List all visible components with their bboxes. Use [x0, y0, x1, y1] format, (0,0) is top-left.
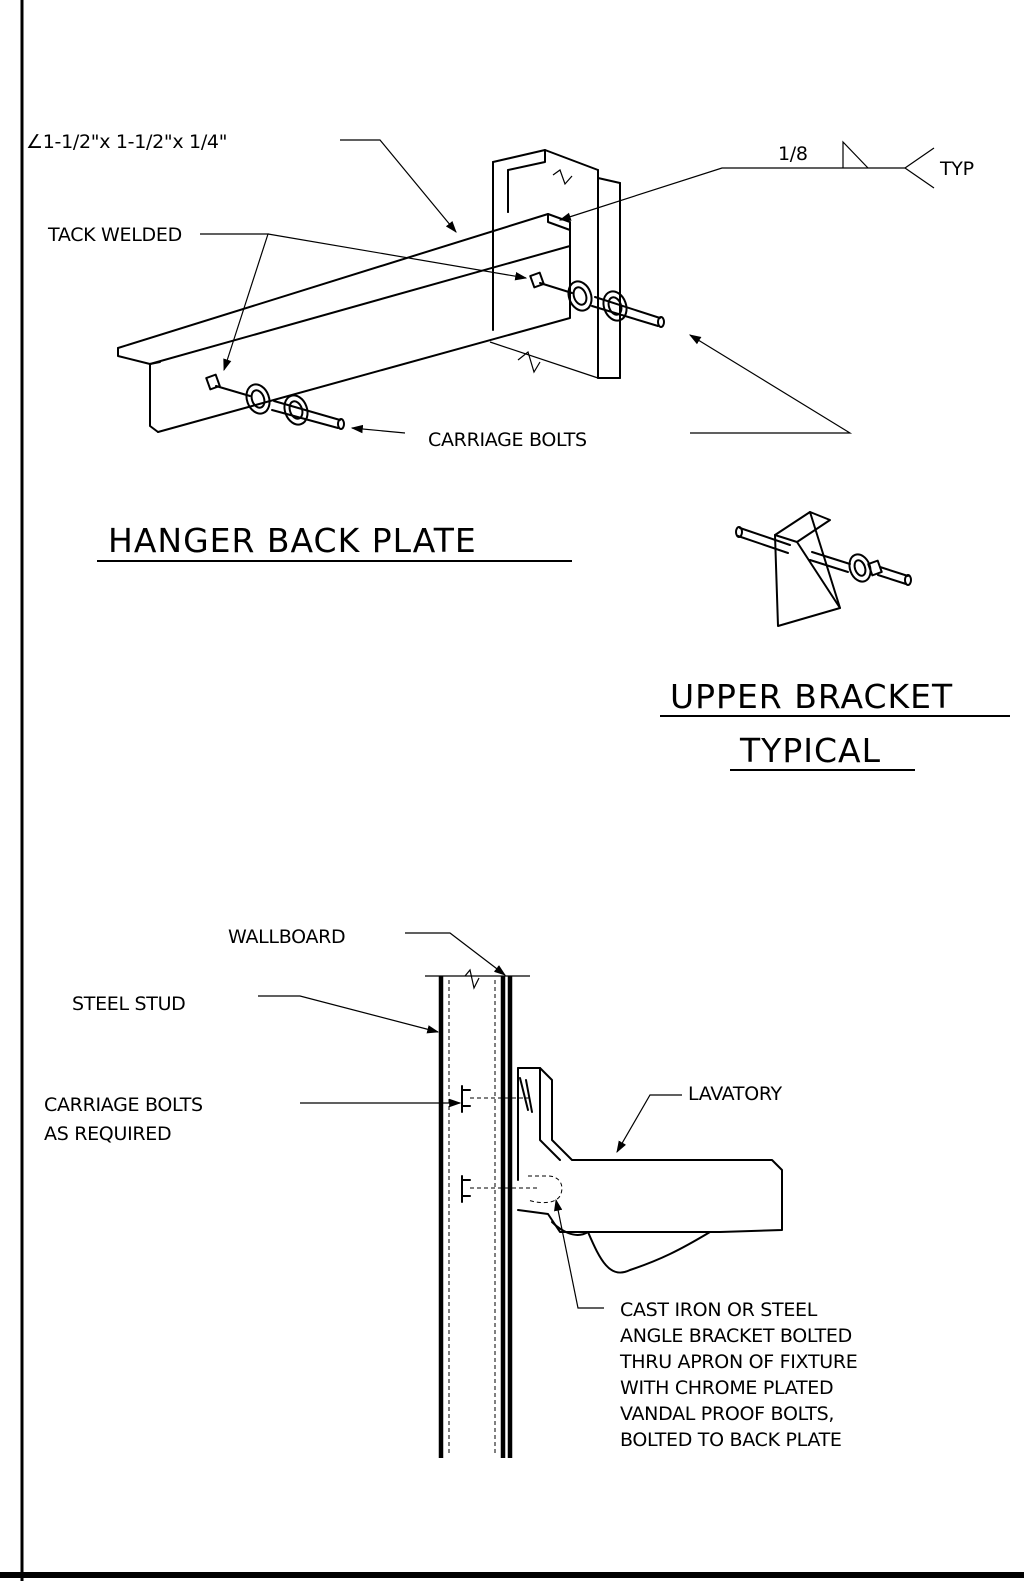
- bracket-note-line2: ANGLE BRACKET BOLTED: [620, 1325, 852, 1347]
- upper-bracket-title-line1: UPPER BRACKET: [670, 677, 953, 716]
- leader-lines: [200, 139, 870, 434]
- carriage-bolts-label: CARRIAGE BOLTS: [428, 429, 587, 451]
- wall-section-detail: WALLBOARD STEEL STUD CARRIAGE BOLTS AS R…: [44, 926, 858, 1458]
- lavatory-label: LAVATORY: [688, 1083, 783, 1105]
- hanger-back-plate-detail: ∠1-1/2"x 1-1/2"x 1/4" 1/8 TYP TACK WELDE…: [26, 131, 974, 562]
- weld-typ-label: TYP: [939, 158, 974, 180]
- bracket-note-line6: BOLTED TO BACK PLATE: [620, 1429, 842, 1451]
- weld-size-label: 1/8: [778, 143, 808, 165]
- tack-welded-label: TACK WELDED: [47, 224, 182, 246]
- bracket-note-line4: WITH CHROME PLATED: [620, 1377, 833, 1399]
- bracket-note-line3: THRU APRON OF FIXTURE: [619, 1351, 857, 1373]
- carriage-bolt-assembly-left: [205, 373, 345, 430]
- steel-stud-label: STEEL STUD: [72, 993, 186, 1015]
- section-carriage-bolts-label-line2: AS REQUIRED: [44, 1123, 171, 1145]
- bracket-note-line5: VANDAL PROOF BOLTS,: [620, 1403, 834, 1425]
- section-carriage-bolts-label-line1: CARRIAGE BOLTS: [44, 1094, 203, 1116]
- wall-section-drawing: [425, 968, 783, 1458]
- angle-iron-drawing: [117, 213, 571, 433]
- bracket-note-line1: CAST IRON OR STEEL: [620, 1299, 818, 1321]
- angle-size-label: ∠1-1/2"x 1-1/2"x 1/4": [26, 131, 227, 153]
- weld-symbol: [842, 140, 935, 189]
- steel-stud-channel-drawing: [489, 149, 621, 379]
- hanger-back-plate-title: HANGER BACK PLATE: [108, 521, 477, 560]
- upper-bracket-detail: UPPER BRACKET TYPICAL: [660, 511, 1010, 771]
- upper-bracket-drawing: [735, 511, 912, 627]
- upper-bracket-title-line2: TYPICAL: [739, 731, 881, 770]
- carriage-bolt-assembly-right: [529, 271, 665, 328]
- section-leaders: [258, 932, 682, 1309]
- wallboard-label: WALLBOARD: [228, 926, 345, 948]
